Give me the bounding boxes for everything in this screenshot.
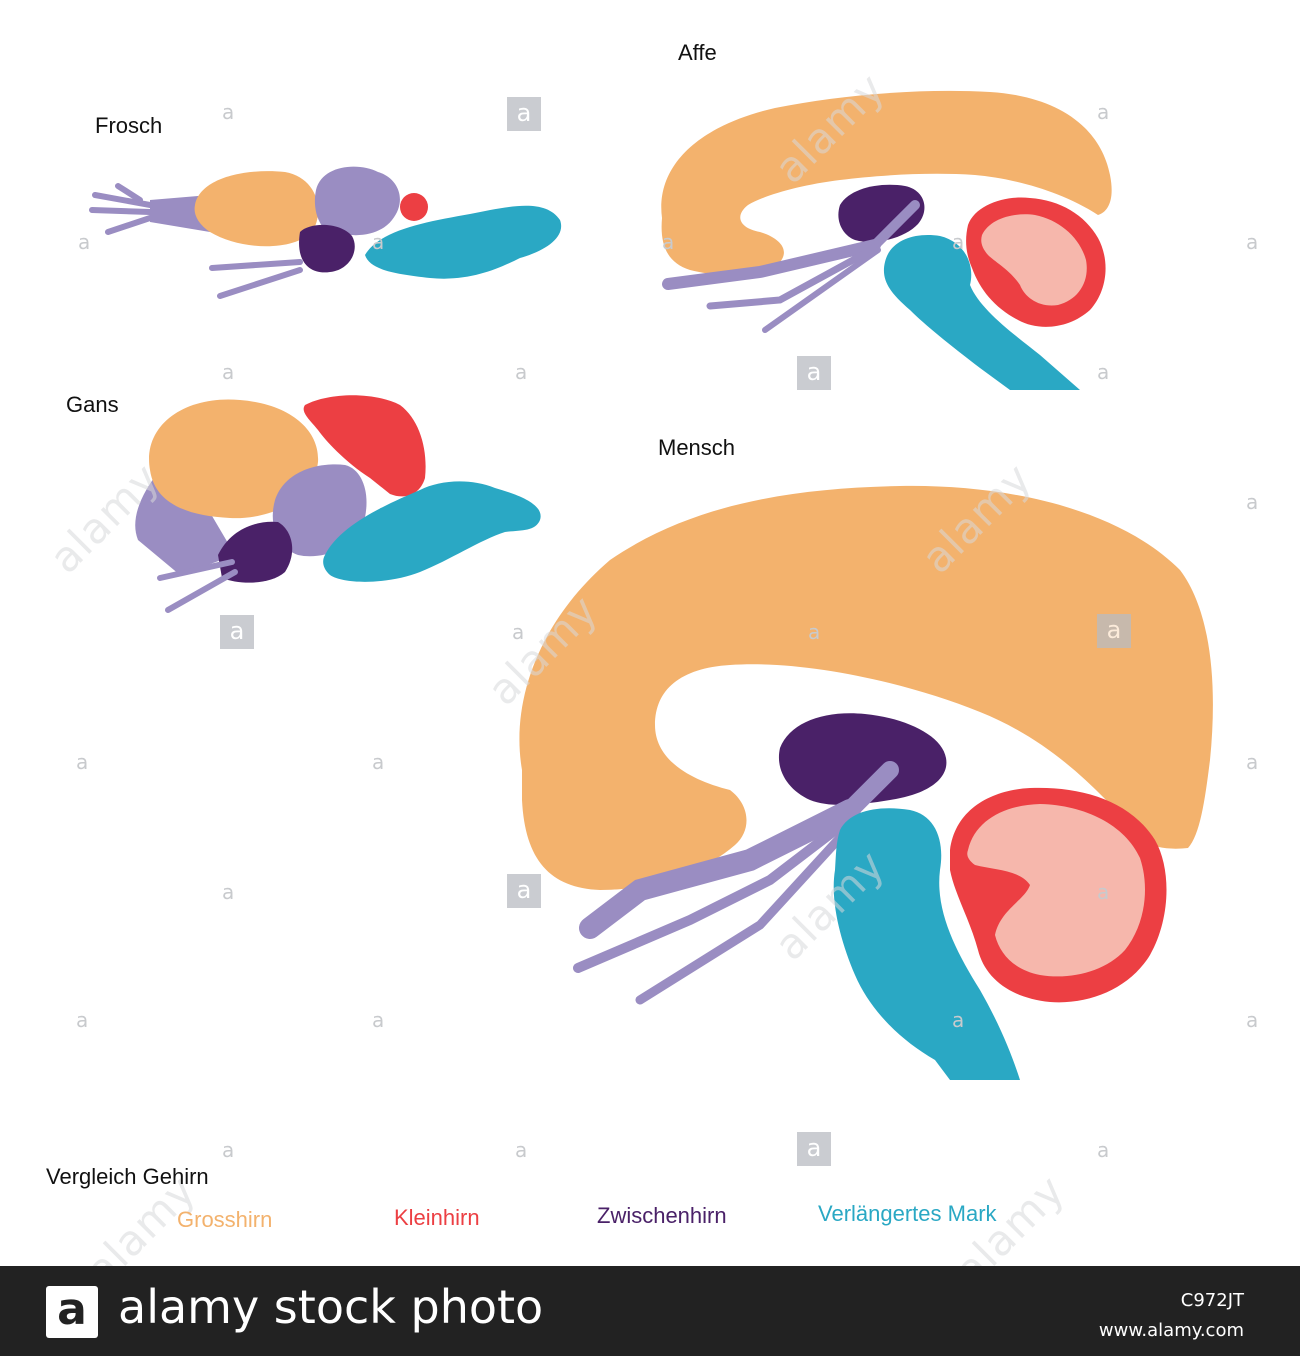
watermark-small-letter: a: [372, 1008, 385, 1032]
legend-item-zwischenhirn: Zwischenhirn: [597, 1203, 727, 1228]
watermark-small-letter: a: [1246, 490, 1259, 514]
watermark-small-letter: a: [76, 750, 89, 774]
frog-diencephalon: [299, 224, 355, 273]
goose-brain-diagram: [135, 395, 541, 613]
frog-medulla: [365, 205, 562, 279]
watermark-small-letter: a: [222, 880, 235, 904]
watermark-small-letter: a: [662, 230, 675, 254]
label-monkey: Affe: [678, 40, 717, 65]
watermark-small-letter: a: [1097, 360, 1110, 384]
watermark-logo-icon: a: [797, 356, 831, 390]
monkey-cerebrum: [661, 90, 1112, 275]
watermark-small-letter: a: [1246, 230, 1259, 254]
frog-cerebellum: [400, 193, 428, 221]
watermark-small-letter: a: [1097, 100, 1110, 124]
legend-title: Vergleich Gehirn: [46, 1164, 209, 1189]
watermark-small-letter: a: [515, 1138, 528, 1162]
monkey-cerebellum-inner: [981, 214, 1087, 306]
watermark-small-letter: a: [952, 230, 965, 254]
site-url: www.alamy.com: [1098, 1320, 1244, 1341]
watermark-logo-icon: a: [507, 97, 541, 131]
monkey-nerves: [662, 200, 920, 333]
watermark-small-letter: a: [222, 1138, 235, 1162]
monkey-medulla: [883, 235, 1080, 390]
human-diencephalon: [778, 713, 947, 805]
label-goose: Gans: [66, 392, 119, 417]
watermark-small-letter: a: [808, 620, 821, 644]
monkey-brain-diagram: [661, 90, 1112, 390]
label-human: Mensch: [658, 435, 736, 460]
image-id: C972JT: [1180, 1290, 1244, 1311]
stock-photo-banner: a alamy stock photo C972JT www.alamy.com: [0, 1266, 1300, 1356]
human-cerebrum: [519, 485, 1213, 890]
watermark-logo-icon: a: [507, 874, 541, 908]
watermark-small-letter: a: [76, 1008, 89, 1032]
watermark-small-letter: a: [512, 620, 525, 644]
goose-diencephalon: [218, 521, 293, 583]
watermark-small-letter: a: [1246, 1008, 1259, 1032]
frog-olfactory-nerves: [89, 183, 210, 235]
goose-medulla: [323, 481, 541, 582]
watermark-small-letter: a: [1097, 1138, 1110, 1162]
goose-lower-nerves: [157, 559, 238, 613]
human-medulla: [833, 808, 1020, 1080]
legend-item-verlaengertes-mark: Verlängertes Mark: [818, 1201, 997, 1226]
watermark-small-letter: a: [222, 100, 235, 124]
human-nerves: [573, 761, 899, 1005]
frog-cerebrum: [194, 171, 319, 247]
goose-cerebellum: [303, 395, 426, 497]
monkey-diencephalon: [838, 184, 925, 243]
watermark-logo-icon: a: [797, 1132, 831, 1166]
legend-item-grosshirn: Grosshirn: [177, 1207, 273, 1232]
frog-optic-lobe: [314, 166, 400, 236]
frog-brain-diagram: [89, 166, 562, 299]
watermark-logo-icon: a: [220, 615, 254, 649]
watermark-small-letter: a: [515, 360, 528, 384]
watermark-small-letter: a: [372, 230, 385, 254]
alamy-logo-icon: a: [46, 1286, 98, 1338]
human-brain-diagram: [519, 485, 1213, 1080]
frog-lower-nerves: [209, 259, 303, 299]
human-cerebellum-inner: [967, 804, 1145, 977]
watermark-small-letter: a: [78, 230, 91, 254]
goose-nerve-stalk: [135, 470, 235, 575]
watermark-small-letter: a: [222, 360, 235, 384]
watermark-small-letter: a: [372, 750, 385, 774]
watermark-small-letter: a: [952, 1008, 965, 1032]
label-frog: Frosch: [95, 113, 163, 138]
goose-cerebrum: [149, 399, 319, 519]
legend-item-kleinhirn: Kleinhirn: [394, 1205, 480, 1230]
watermark-small-letter: a: [1246, 750, 1259, 774]
stock-photo-text: alamy stock photo: [118, 1280, 544, 1334]
watermark-small-letter: a: [1097, 880, 1110, 904]
watermark-logo-icon: a: [1097, 614, 1131, 648]
